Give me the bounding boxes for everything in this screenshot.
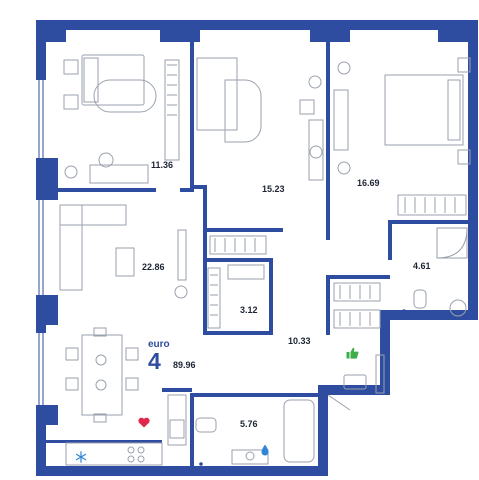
area-bathroom-2: 5.76	[240, 419, 258, 429]
area-hallway: 10.33	[288, 336, 311, 346]
area-bathroom-1: 4.61	[413, 261, 431, 271]
thumbs-up-icon	[346, 347, 359, 359]
area-closet: 3.12	[240, 305, 258, 315]
markers	[199, 309, 406, 466]
snowflake-icon	[75, 451, 87, 463]
room-count: 4	[148, 348, 161, 374]
furniture	[59, 54, 471, 466]
area-bedroom-2: 15.23	[262, 184, 285, 194]
interior-walls	[46, 30, 478, 470]
water-drop-icon	[261, 444, 269, 456]
area-living-room: 22.86	[142, 262, 165, 272]
unit-type-label: euro	[148, 339, 170, 350]
outer-walls	[36, 20, 478, 476]
total-area: 89.96	[173, 360, 196, 370]
area-bedroom-master: 16.69	[357, 178, 380, 188]
area-bedroom-1: 11.36	[151, 160, 174, 170]
windows	[38, 22, 438, 405]
heart-icon	[138, 417, 150, 428]
